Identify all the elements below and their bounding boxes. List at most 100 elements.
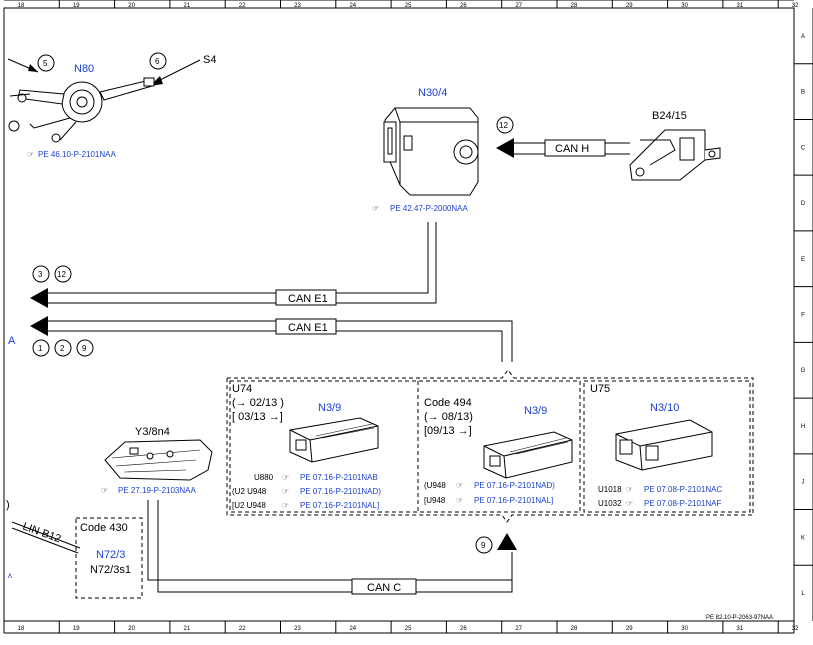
hand-pointer-icon: ☞ [626, 499, 633, 508]
column-label-top: 23 [294, 3, 301, 9]
hand-pointer-icon: ☞ [282, 487, 289, 496]
callout-9-can-c: 9 [481, 541, 486, 550]
column-label-bottom: 29 [626, 626, 633, 632]
column-label-bottom: 24 [349, 626, 356, 632]
code494-date2: [09/13 →] [424, 425, 472, 437]
callout-12: 12 [57, 270, 66, 279]
hand-pointer-icon: ☞ [456, 496, 463, 505]
u75-line1-ref[interactable]: PE 07.08-P-2101NAC [644, 485, 722, 494]
code494-line2-ref[interactable]: PE 07.16-P-2101NAL] [474, 496, 553, 505]
u74-date2: [ 03/13 →] [232, 411, 283, 423]
hand-pointer-icon: ☞ [626, 485, 633, 494]
column-label-top: 25 [405, 3, 412, 9]
transmission-control-group [226, 369, 754, 523]
column-label-top: 24 [349, 3, 356, 9]
hand-pointer-icon: ☞ [101, 486, 108, 495]
callout-12-top: 12 [499, 121, 508, 130]
row-label: G [801, 368, 806, 374]
column-label-bottom: 22 [239, 626, 246, 632]
callout-5: 5 [43, 59, 48, 68]
u74-date1: (→ 02/13 ) [232, 397, 284, 409]
callout-9: 9 [82, 344, 87, 353]
hand-pointer-icon: ☞ [372, 204, 379, 213]
can-e1-bottom-label: CAN E1 [288, 322, 328, 334]
column-label-bottom: 26 [460, 626, 467, 632]
code494-module-label: N3/9 [524, 405, 547, 417]
row-label: A [801, 34, 805, 40]
u74-line1-ref[interactable]: PE 07.16-P-2101NAB [300, 473, 378, 482]
n30-4-component: N30/4 ☞ PE 42.47-P-2000NAA 12 [372, 87, 514, 213]
column-label-top: 29 [626, 3, 633, 9]
can-e1-top-label: CAN E1 [288, 293, 328, 305]
column-label-bottom: 27 [515, 626, 522, 632]
column-label-bottom: 18 [18, 626, 25, 632]
tcu-module-icon [289, 417, 379, 463]
u75-group: U75 N3/10 U1018 ☞ PE 07.08-P-2101NAC U10… [590, 383, 722, 508]
column-label-bottom: 25 [405, 626, 412, 632]
code494-group: Code 494 (→ 08/13) [09/13 →] N3/9 (U948 … [424, 397, 573, 505]
row-label: C [801, 145, 806, 151]
u75-title: U75 [590, 383, 610, 395]
hand-pointer-icon: ☞ [282, 501, 289, 510]
n80-component: 5 N80 6 S4 ☞ PE 46.10-P-2101NAA [7, 52, 216, 159]
n30-4-label: N30/4 [418, 87, 447, 99]
column-label-top: 18 [18, 3, 25, 9]
column-label-bottom: 21 [184, 626, 191, 632]
n30-4-ref[interactable]: PE 42.47-P-2000NAA [390, 204, 468, 213]
b24-15-component: B24/15 [629, 110, 721, 181]
can-e1-bus-bottom: CAN E1 1 2 9 [30, 316, 513, 362]
hand-pointer-icon: ☞ [282, 473, 289, 482]
lin-b12-link: LIN B12 [11, 521, 81, 554]
can-c-bus: CAN C 9 [147, 500, 517, 595]
edge-mark-paren: ) [6, 499, 10, 511]
u75-line2-ref[interactable]: PE 07.08-P-2101NAF [644, 499, 721, 508]
u75-module-label: N3/10 [650, 402, 679, 414]
u74-line2-ref[interactable]: PE 07.16-P-2101NAD) [300, 487, 381, 496]
tcu-module-icon [615, 419, 713, 471]
u74-line3-ref[interactable]: PE 07.16-P-2101NAL] [300, 501, 379, 510]
u75-line2-prefix: U1032 [598, 499, 622, 508]
callout-2: 2 [60, 344, 65, 353]
y3-8n4-component: Y3/8n4 ☞ PE 27.19-P-2103NAA [101, 426, 213, 495]
s4-label: S4 [203, 54, 216, 66]
hand-pointer-icon: ☞ [27, 150, 34, 159]
code430-title: Code 430 [80, 522, 128, 534]
column-label-bottom: 23 [294, 626, 301, 632]
column-label-top: 19 [73, 3, 80, 9]
u74-module-label: N3/9 [318, 402, 341, 414]
column-label-top: 31 [737, 3, 744, 9]
u74-title: U74 [232, 383, 252, 395]
row-label: K [801, 535, 805, 541]
n72-3-label: N72/3 [96, 549, 125, 561]
tcu-module-icon [483, 431, 573, 479]
column-label-bottom: 32 [792, 626, 799, 632]
u74-line2-prefix: (U2 U948 [232, 487, 267, 496]
u75-line1-prefix: U1018 [598, 485, 622, 494]
hand-pointer-icon: ☞ [456, 481, 463, 490]
code494-line1-prefix: (U948 [424, 481, 446, 490]
column-label-bottom: 31 [737, 626, 744, 632]
row-label: L [801, 591, 805, 597]
column-label-top: 30 [681, 3, 688, 9]
column-label-bottom: 30 [681, 626, 688, 632]
column-label-top: 21 [184, 3, 191, 9]
row-label: J [802, 480, 805, 486]
drawing-reference: PE 82.10-P-2063-97NAA [706, 615, 773, 621]
u74-group: U74 (→ 02/13 ) [ 03/13 →] N3/9 U880 ☞ PE… [232, 383, 381, 510]
column-label-top: 26 [460, 3, 467, 9]
column-label-top: 27 [515, 3, 522, 9]
n80-ref[interactable]: PE 46.10-P-2101NAA [38, 150, 116, 159]
code494-line1-ref[interactable]: PE 07.16-P-2101NAD) [474, 481, 555, 490]
column-label-top: 22 [239, 3, 246, 9]
lin-b12-label: LIN B12 [21, 521, 62, 546]
y3-8n4-ref[interactable]: PE 27.19-P-2103NAA [118, 486, 196, 495]
callout-6: 6 [155, 57, 160, 66]
column-label-bottom: 20 [128, 626, 135, 632]
can-h-link: CAN H [496, 138, 630, 158]
edge-mark-a: A [8, 335, 16, 347]
row-label: B [801, 90, 805, 96]
can-c-label: CAN C [367, 582, 401, 594]
